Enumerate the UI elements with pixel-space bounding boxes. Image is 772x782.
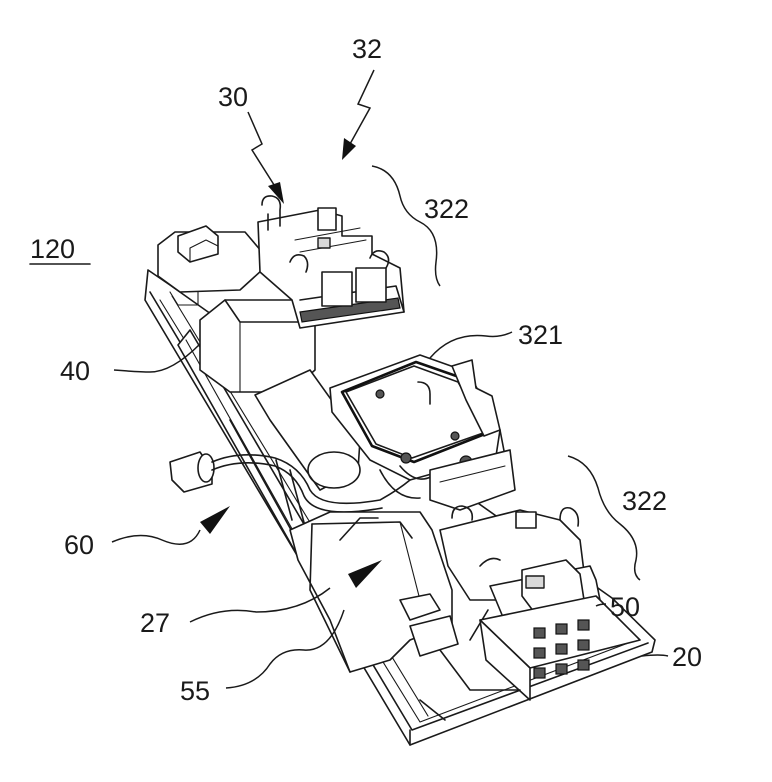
label-322-top: 322 xyxy=(424,194,469,224)
label-20: 20 xyxy=(672,642,702,672)
label-40: 40 xyxy=(60,356,90,386)
label-321: 321 xyxy=(518,320,563,350)
label-322-right: 322 xyxy=(622,486,667,516)
label-55: 55 xyxy=(180,676,210,706)
label-120: 120 xyxy=(30,234,75,264)
label-32: 32 xyxy=(352,34,382,64)
label-50: 50 xyxy=(610,592,640,622)
label-30: 30 xyxy=(218,82,248,112)
label-60: 60 xyxy=(64,530,94,560)
label-27: 27 xyxy=(140,608,170,638)
